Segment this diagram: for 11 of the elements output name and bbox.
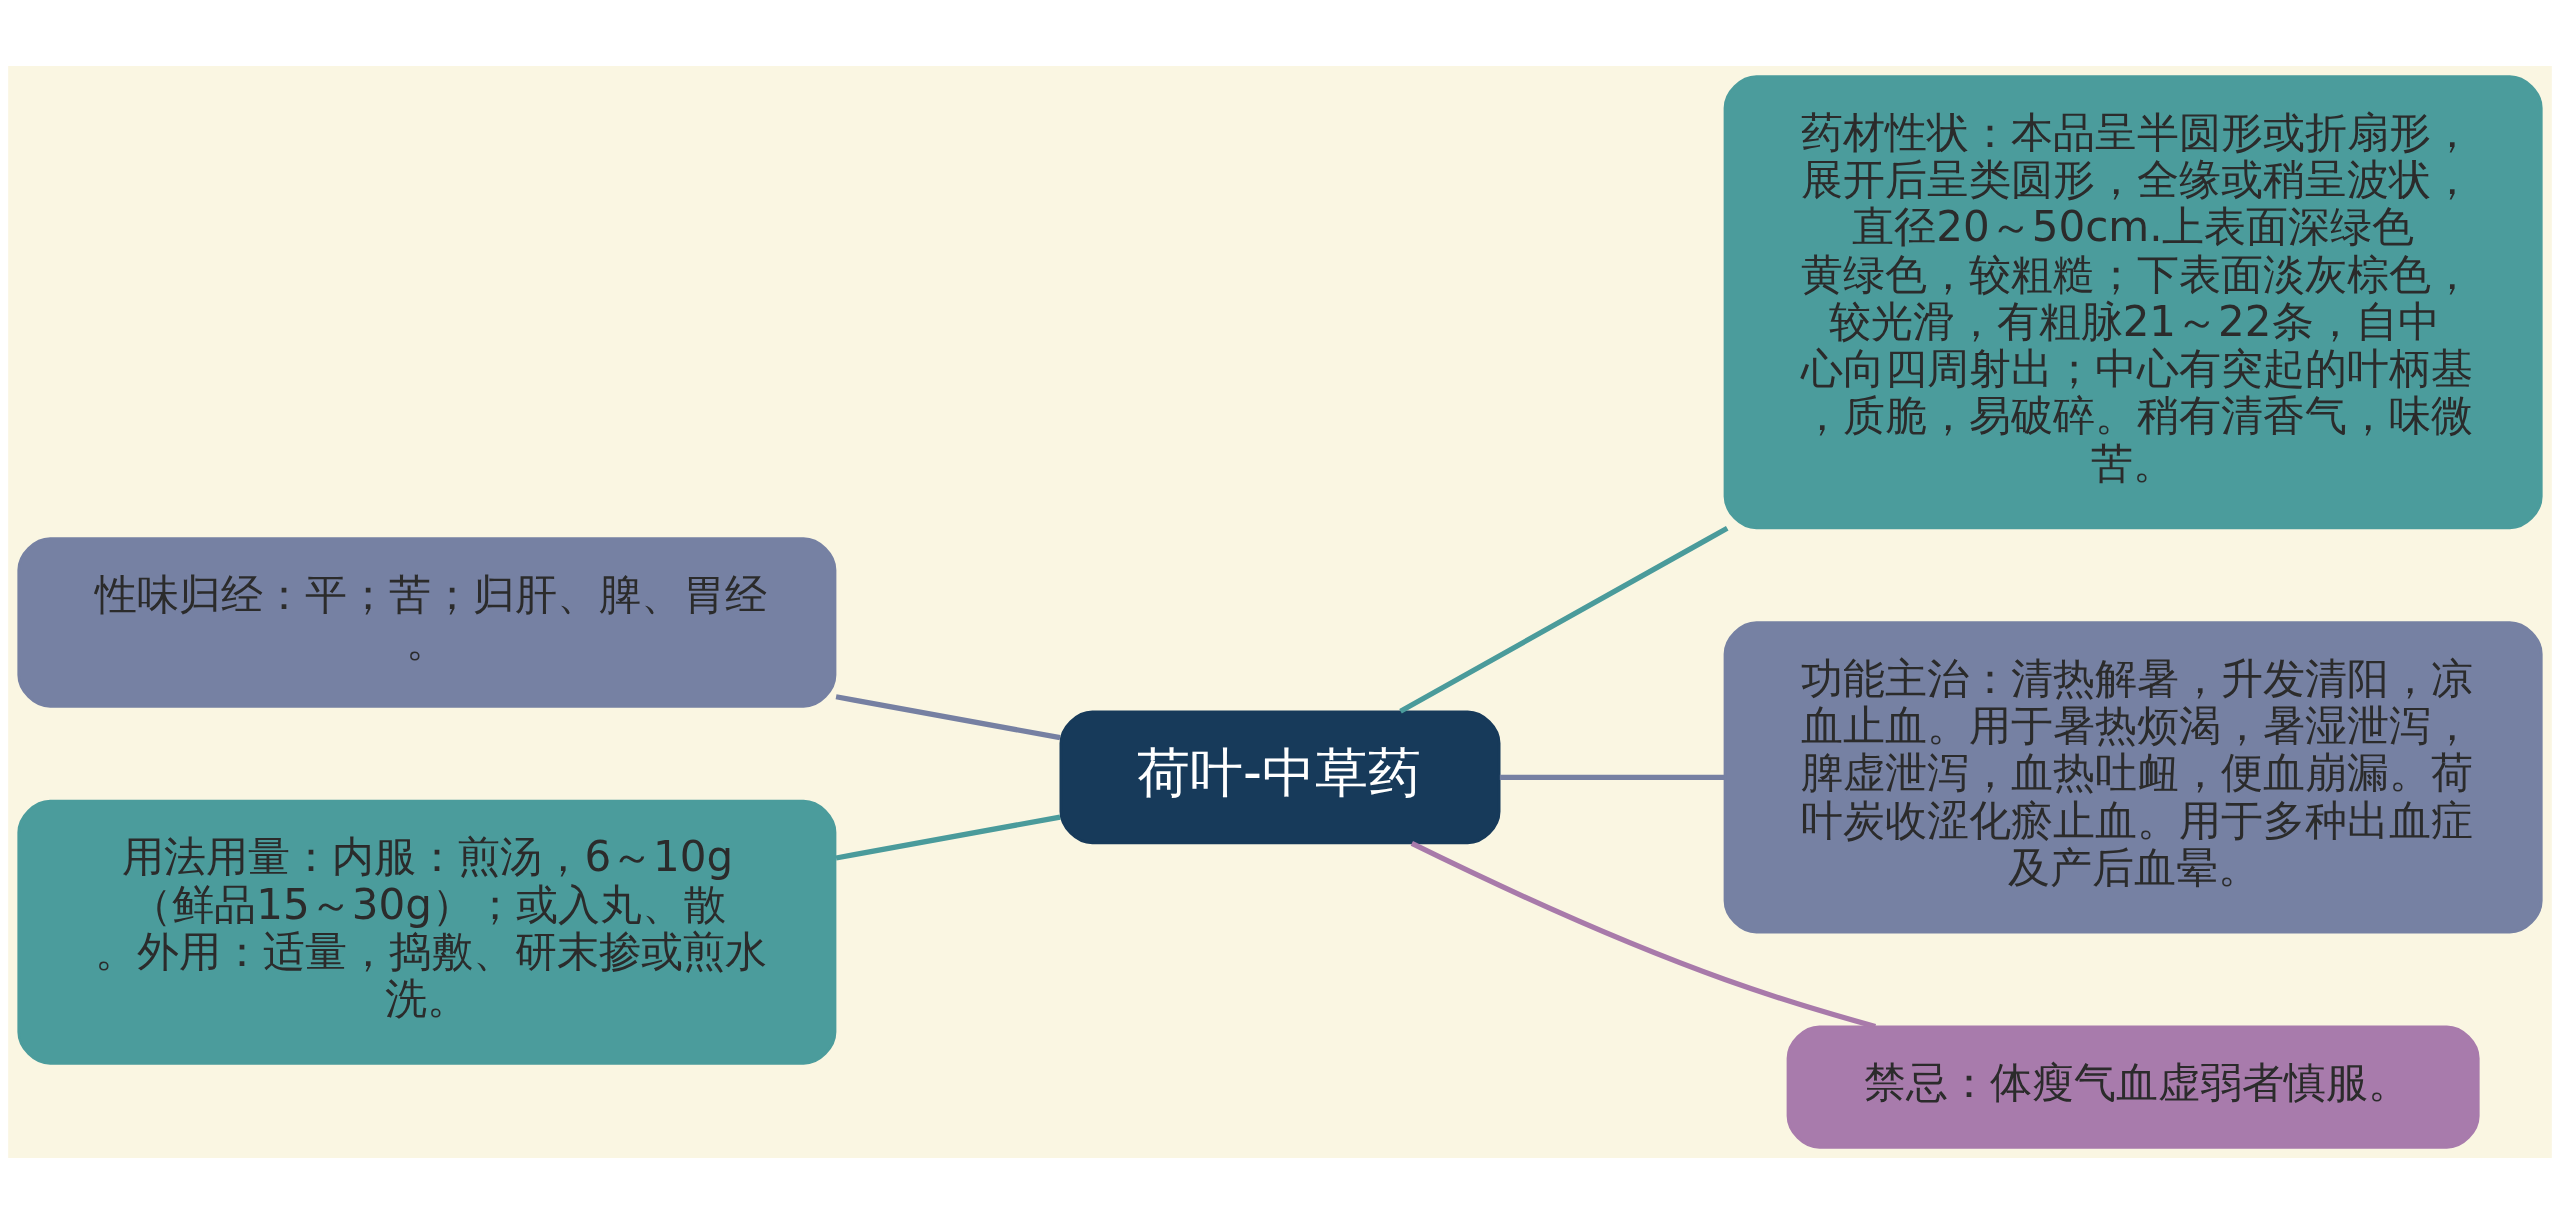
node-box: 性味归经：平；苦；归肝、脾、胃经。 (17, 537, 837, 708)
node-box: 药材性状：本品呈半圆形或折扇形，展开后呈类圆形，全缘或稍呈波状，直径20～50cm.上表面深绿色黄绿色，较粗糙；下表面淡灰棕色，较光滑，有粗脉21～22条，自中心向四周射出；中心有突起的叶柄基，质脆，易破碎。稍有清香气，味微苦。 (1723, 75, 2543, 530)
node-box: 功能主治：清热解暑，升发清阳，凉血止血。用于暑热烦渴，暑湿泄泻，脾虚泄泻，血热吐衄，便血崩漏。荷叶炭收涩化瘀止血。用于多种出血症及产后血晕。 (1723, 621, 2543, 934)
connector (835, 814, 1061, 861)
node-box: 禁忌：体瘦气血虚弱者慎服。 (1786, 1025, 2480, 1149)
connector (835, 694, 1061, 741)
connector (1499, 774, 1725, 780)
connector (1410, 841, 1877, 1029)
connector (1399, 525, 1729, 714)
node-box: 荷叶-中草药 (1059, 710, 1501, 845)
node-box: 用法用量：内服：煎汤，6～10g（鲜品15～30g）；或入丸、散。外用：适量，捣敷、研末掺或煎水洗。 (17, 799, 837, 1065)
